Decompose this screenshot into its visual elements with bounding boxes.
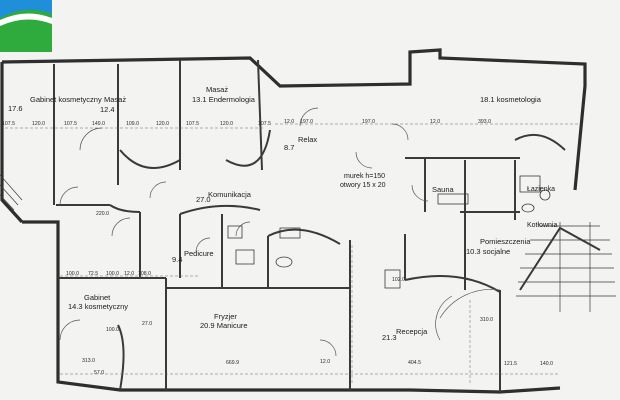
room-label-sauna: Sauna — [432, 185, 454, 194]
dimension-label: 102.0 — [392, 277, 405, 283]
company-logo — [0, 0, 52, 52]
logo-sky — [0, 0, 52, 18]
dimension-label: 120.0 — [32, 121, 45, 127]
dimension-label: 107.5 — [186, 121, 199, 127]
note-otwory: otwory 15 x 20 — [340, 182, 386, 189]
dimension-label: 220.0 — [96, 211, 109, 217]
room-label-recepcja: Recepcja — [396, 327, 428, 336]
room-label-komunikacja: Komunikacja — [208, 190, 251, 199]
dimension-label: 404.5 — [408, 360, 421, 366]
dimension-label: 669.9 — [226, 360, 239, 366]
dimension-label: 72.5 — [88, 271, 99, 277]
room-area-pedicure: 9.4 — [172, 255, 183, 264]
room-label-pedicure: Pedicure — [184, 249, 214, 258]
room-area-recepcja: 21.3 — [382, 333, 397, 342]
dimension-label: 393.0 — [478, 119, 491, 125]
room-label-masaz-end: Masaż — [206, 85, 229, 94]
dimension-label: 12.0 — [284, 119, 295, 125]
logo-wave — [0, 13, 52, 26]
room-area-masaz: 12.4 — [100, 105, 115, 114]
dimension-label: 107.5 — [258, 121, 271, 127]
dimension-label: 109.0 — [126, 121, 139, 127]
room-label-socjalne: 10.3 socjalne — [466, 247, 511, 256]
room-label-gabinet-top: Gabinet kosmetyczny — [30, 95, 102, 104]
dimension-label: 121.5 — [504, 361, 517, 367]
dimension-label: 100.0 — [106, 271, 119, 277]
outer-wall-top — [1, 48, 587, 191]
dimension-label: 108.0 — [138, 271, 151, 277]
outer-wall-left — [0, 62, 24, 224]
room-label-fryzjer: Fryzjer — [214, 312, 237, 321]
room-area-relax: 8.7 — [284, 143, 295, 152]
dimension-label: 12.0 — [124, 271, 135, 277]
dimension-label: 197.0 — [300, 119, 313, 125]
dimension-label: 313.0 — [82, 358, 95, 364]
dimension-label: 107.5 — [2, 121, 15, 127]
room-label-kotlownia: Kotłownia — [527, 222, 558, 229]
dimension-label: 107.5 — [64, 121, 77, 127]
room-label-gabinet-bottom: Gabinet — [84, 293, 111, 302]
room-label-gabinet-bottom-2: 14.3 kosmetyczny — [68, 302, 129, 311]
dimension-label: 120.0 — [220, 121, 233, 127]
room-label-gabinet-top-area: 17.6 — [8, 104, 23, 113]
room-label-relax: Relax — [298, 135, 318, 144]
room-label-lazienka: Łazienka — [527, 186, 556, 193]
room-label-masaz: Masaż — [104, 95, 127, 104]
dimension-label: 120.0 — [156, 121, 169, 127]
dimension-label: 100.0 — [66, 271, 79, 277]
dimension-label: 310.0 — [480, 317, 493, 323]
dimension-label: 197.0 — [362, 119, 375, 125]
room-label-endermologia: 13.1 Endermologia — [192, 95, 255, 104]
dimension-label: 140.0 — [540, 361, 553, 367]
dimension-label: 27.0 — [142, 321, 153, 327]
dimension-label: 12.0 — [320, 359, 331, 365]
dimension-label: 149.0 — [92, 121, 105, 127]
room-label-kosmetologia: 18.1 kosmetologia — [480, 95, 541, 104]
room-label-manicure: 20.9 Manicure — [200, 321, 248, 330]
note-murek: murek h=150 — [344, 173, 386, 180]
room-area-komunikacja: 27.0 — [196, 195, 211, 204]
room-label-pomieszczenia: Pomieszczenia — [480, 237, 531, 246]
dimension-label: 12.0 — [430, 119, 441, 125]
dimension-label: 57.0 — [94, 370, 105, 376]
dimension-label: 100.0 — [106, 327, 119, 333]
